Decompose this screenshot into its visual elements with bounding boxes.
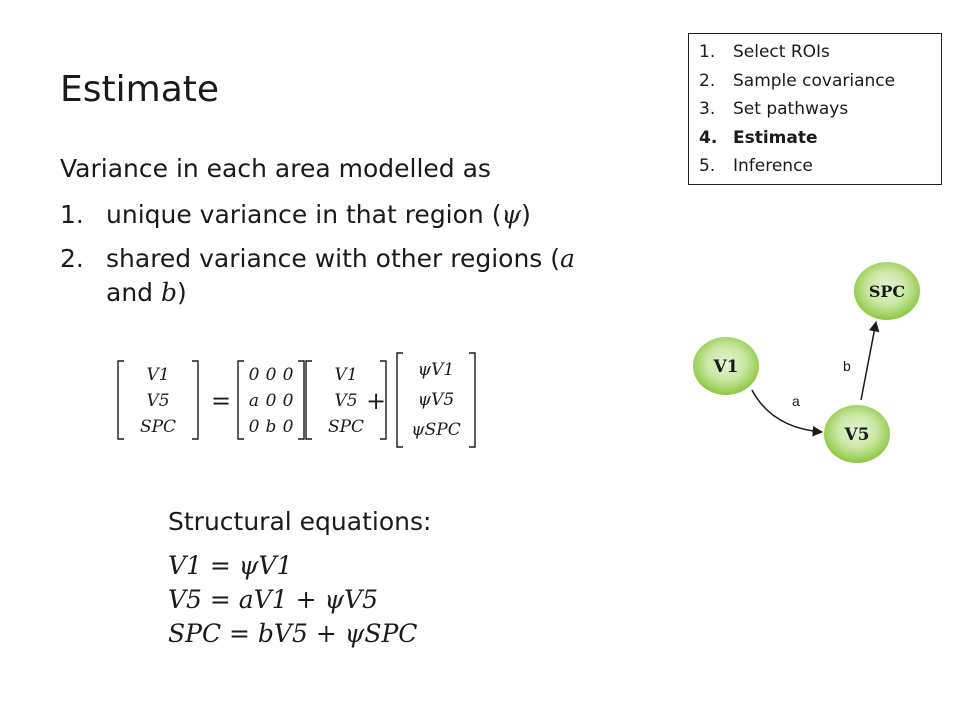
list-text: shared variance with other regions (a an… [106, 244, 575, 307]
plus-sign: + [366, 387, 386, 415]
structural-equations: Structural equations: V1 = ψV1 V5 = aV1 … [168, 503, 431, 651]
edge-label-b: b [843, 358, 851, 374]
path-diagram: a b V1 V5 SPC [693, 262, 920, 463]
step-label: Estimate [733, 127, 818, 148]
node-v1: V1 [693, 337, 759, 395]
node-label: V1 [712, 357, 738, 377]
step-item: 1.Select ROIs [699, 38, 941, 67]
list-item: 2. shared variance with other regions (a… [60, 242, 620, 310]
vec-v1: V1 [334, 365, 357, 385]
coef-cell: 0 [283, 417, 294, 437]
list-number: 2. [60, 244, 84, 273]
step-item: 4.Estimate [699, 124, 941, 153]
edge-label-a: a [792, 393, 800, 409]
coef-cell: a [249, 391, 259, 411]
step-item: 5.Inference [699, 152, 941, 181]
node-label: V5 [843, 425, 869, 445]
edge-b [860, 320, 880, 401]
equation-line: V1 = ψV1 [168, 551, 293, 580]
coef-cell: 0 [283, 365, 294, 385]
variance-list: 1. unique variance in that region (ψ) 2.… [60, 198, 620, 320]
noise-v1: ψV1 [418, 360, 454, 380]
vec-spc: SPC [328, 417, 364, 437]
matrix-equation: V1 V5 SPC = 0 0 0 a 0 0 0 b 0 V1 V5 SPC … [117, 352, 476, 448]
lhs-v1: V1 [146, 365, 169, 385]
step-item: 3.Set pathways [699, 95, 941, 124]
step-label: Inference [733, 156, 813, 176]
node-v5: V5 [824, 405, 890, 463]
noise-spc: ψSPC [411, 420, 460, 440]
coef-cell: 0 [249, 417, 260, 437]
coef-cell: b [266, 417, 277, 437]
lhs-spc: SPC [140, 417, 176, 437]
edge-a [751, 389, 824, 437]
slide-title: Estimate [60, 69, 220, 110]
noise-v5: ψV5 [418, 390, 454, 410]
list-item: 1. unique variance in that region (ψ) [60, 198, 620, 232]
step-label: Sample covariance [733, 70, 896, 91]
node-spc: SPC [854, 262, 920, 320]
equals-sign: = [211, 387, 231, 415]
coef-cell: 0 [249, 365, 260, 385]
list-text: unique variance in that region (ψ) [106, 200, 531, 229]
coef-cell: 0 [283, 391, 294, 411]
equation-line: V5 = aV1 + ψV5 [168, 585, 379, 614]
equation-line: SPC = bV5 + ψSPC [168, 619, 418, 648]
steps-box: 1.Select ROIs 2.Sample covariance 3.Set … [688, 33, 942, 185]
step-label: Set pathways [733, 99, 849, 119]
step-label: Select ROIs [733, 42, 830, 62]
coef-cell: 0 [266, 365, 277, 385]
vec-v5: V5 [334, 391, 357, 411]
step-item: 2.Sample covariance [699, 67, 941, 96]
node-label: SPC [869, 282, 905, 301]
coef-cell: 0 [266, 391, 277, 411]
list-number: 1. [60, 200, 84, 229]
lhs-v5: V5 [146, 391, 169, 411]
structural-heading: Structural equations: [168, 507, 432, 536]
intro-text: Variance in each area modelled as [60, 154, 491, 183]
